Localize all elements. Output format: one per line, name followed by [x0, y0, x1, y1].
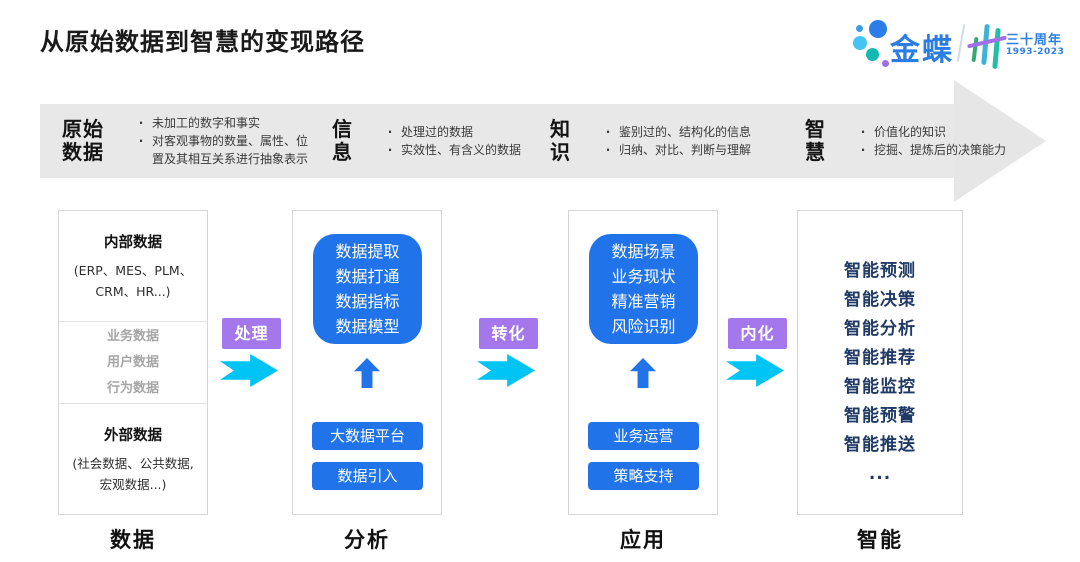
connector-label: 内化 [728, 318, 787, 349]
connector-label: 转化 [479, 318, 538, 349]
page-title: 从原始数据到智慧的变现路径 [40, 28, 365, 56]
internal-data-section: 内部数据 (ERP、MES、PLM、CRM、HR...) [59, 211, 207, 321]
stage-bullets: ·未加工的数字和事实 ·对客观事物的数量、属性、位置及其相互关系进行抽象表示 [138, 116, 309, 166]
external-data-section: 外部数据 (社会数据、公共数据, 宏观数据...) [59, 403, 207, 514]
stage-bullets: ·鉴别过的、结构化的信息 ·归纳、对比、判断与理解 [605, 125, 752, 157]
ellipsis-item: ... [868, 464, 892, 484]
intelligence-list: 智能预测 智能决策 智能分析 智能推荐 智能监控 智能预警 智能推送 ... [798, 257, 962, 489]
stage-label: 原始 数据 [62, 117, 104, 164]
stage-label: 智 慧 [805, 117, 826, 164]
anniversary-text: 三十周年 [1006, 33, 1063, 48]
analysis-column: 数据提取 数据打通 数据指标 数据模型 大数据平台 数据引入 [292, 210, 442, 515]
stage-knowledge: 知 识 ·鉴别过的、结构化的信息 ·归纳、对比、判断与理解 [550, 104, 751, 178]
list-item: 智能决策 [844, 290, 916, 310]
list-item: 智能推荐 [844, 348, 916, 368]
anniversary-years: 1993-2023 [1006, 47, 1065, 57]
data-type-item: 行为数据 [106, 380, 159, 396]
section-title: 外部数据 [104, 427, 162, 444]
data-column: 内部数据 (ERP、MES、PLM、CRM、HR...) 业务数据 用户数据 行… [58, 210, 208, 515]
stage-information: 信 息 ·处理过的数据 ·实效性、有含义的数据 [332, 104, 521, 178]
connector-label: 处理 [222, 318, 281, 349]
data-types-section: 业务数据 用户数据 行为数据 [59, 321, 207, 403]
analysis-panel: 数据提取 数据打通 数据指标 数据模型 [313, 234, 422, 344]
application-panel: 数据场景 业务现状 精准营销 风险识别 [589, 234, 698, 344]
logo-dot-icon [866, 48, 879, 61]
strategy-support-button: 策略支持 [588, 462, 699, 490]
data-type-item: 用户数据 [106, 354, 159, 370]
logo-dot-icon [853, 36, 867, 50]
right-arrow-icon [220, 354, 278, 387]
application-column: 数据场景 业务现状 精准营销 风险识别 业务运营 策略支持 [568, 210, 718, 515]
stage-bullets: ·价值化的知识 ·挖掘、提炼后的决策能力 [860, 125, 1007, 157]
up-arrow-icon [354, 358, 380, 388]
stage-label: 知 识 [550, 117, 571, 164]
brand-name: 金蝶 [890, 33, 954, 68]
logo-dot-icon [882, 60, 889, 67]
up-arrow-icon [630, 358, 656, 388]
list-item: 智能预测 [844, 261, 916, 281]
list-item: 智能预警 [844, 406, 916, 426]
right-arrow-icon [726, 354, 784, 387]
logo-divider [956, 24, 966, 62]
footer-analysis: 分析 [344, 528, 390, 552]
thirty-anniversary-mark-icon [967, 22, 1007, 70]
connector-transform: 转化 [477, 318, 539, 387]
intelligence-column: 智能预测 智能决策 智能分析 智能推荐 智能监控 智能预警 智能推送 ... [797, 210, 963, 515]
stage-wisdom: 智 慧 ·价值化的知识 ·挖掘、提炼后的决策能力 [805, 104, 1006, 178]
data-import-button: 数据引入 [312, 462, 423, 490]
connector-internalize: 内化 [726, 318, 788, 387]
stage-bullets: ·处理过的数据 ·实效性、有含义的数据 [387, 125, 522, 157]
section-subtitle: (ERP、MES、PLM、CRM、HR...) [73, 262, 193, 299]
dikw-banner [40, 104, 955, 178]
logo-dot-icon [869, 20, 887, 38]
footer-intelligence: 智能 [857, 528, 903, 552]
big-data-platform-button: 大数据平台 [312, 422, 423, 450]
logo-dot-icon [856, 25, 863, 32]
connector-process: 处理 [220, 318, 282, 387]
list-item: 智能监控 [844, 377, 916, 397]
stage-raw-data: 原始 数据 ·未加工的数字和事实 ·对客观事物的数量、属性、位置及其相互关系进行… [62, 104, 312, 178]
section-title: 内部数据 [104, 234, 162, 251]
right-arrow-icon [477, 354, 535, 387]
footer-data: 数据 [110, 528, 156, 552]
list-item: 智能分析 [844, 319, 916, 339]
data-type-item: 业务数据 [106, 328, 159, 344]
stage-label: 信 息 [332, 117, 353, 164]
list-item: 智能推送 [844, 435, 916, 455]
kingdee-logo: 金蝶 三十周年 1993-2023 [848, 16, 1068, 74]
footer-application: 应用 [620, 528, 666, 552]
business-operation-button: 业务运营 [588, 422, 699, 450]
section-subtitle: (社会数据、公共数据, 宏观数据...) [72, 455, 194, 492]
